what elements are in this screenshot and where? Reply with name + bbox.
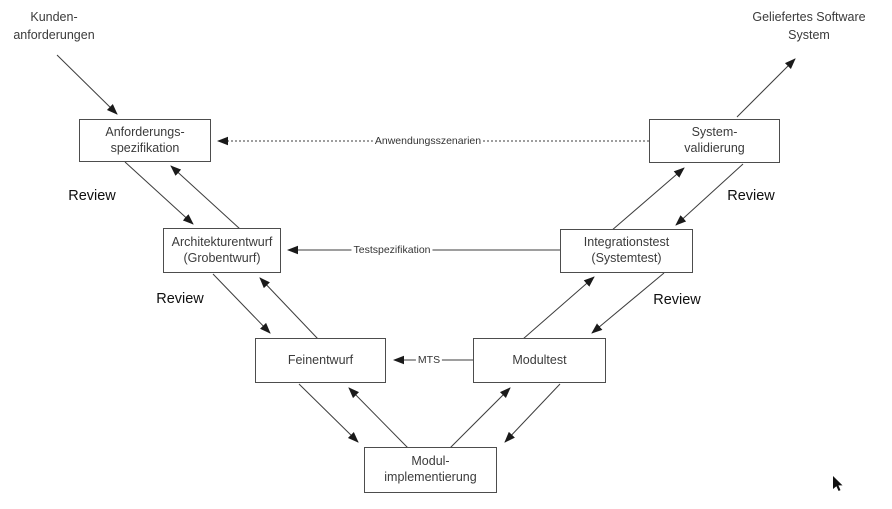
arrow-feinentwurf-to-modulimplementierung — [298, 383, 359, 443]
arrow-review-architekturentwurf-to-anforderungsspezifikation — [170, 165, 241, 230]
node-systemvalidierung: System- validierung — [649, 119, 780, 163]
node-architekturentwurf: Architekturentwurf (Grobentwurf) — [163, 228, 281, 273]
node-modulimplementierung: Modul- implementierung — [364, 447, 497, 493]
mouse-cursor — [833, 476, 843, 491]
arrow-review-systemvalidierung-to-integrationstest — [675, 163, 744, 226]
arrow-modultest-to-integrationstest — [522, 276, 595, 340]
review-label-right-top: Review — [727, 188, 775, 204]
arrow-review-feinentwurf-to-architekturentwurf — [259, 277, 319, 340]
arrow-modulimplementierung-to-modultest — [449, 387, 511, 449]
arrow-architekturentwurf-to-feinentwurf — [212, 273, 271, 334]
edge-label-mts: MTS — [415, 354, 443, 366]
arrow-systemvalidierung-to-geliefertes-system — [736, 58, 796, 118]
node-anforderungsspezifikation: Anforderungs- spezifikation — [79, 119, 211, 162]
arrow-anforderungsspezifikation-to-architekturentwurf — [124, 161, 194, 225]
label-geliefertes-software-system: Geliefertes Software System — [752, 10, 866, 43]
review-label-right-middle: Review — [653, 292, 701, 308]
node-modultest: Modultest — [473, 338, 606, 383]
edge-label-testspezifikation: Testspezifikation — [351, 244, 433, 256]
review-label-left-middle: Review — [156, 291, 204, 307]
label-kundenanforderungen: Kunden- anforderungen — [13, 10, 95, 43]
node-feinentwurf: Feinentwurf — [255, 338, 386, 383]
arrow-kundenanforderungen-to-anforderungsspezifikation — [56, 54, 118, 115]
review-label-left-top: Review — [68, 188, 116, 204]
node-integrationstest: Integrationstest (Systemtest) — [560, 229, 693, 273]
edge-label-anwendungsszenarien: Anwendungsszenarien — [372, 135, 484, 147]
arrow-review-modulimplementierung-to-feinentwurf — [348, 387, 409, 449]
arrow-review-integrationstest-to-modultest — [591, 272, 665, 334]
arrow-review-modultest-to-modulimplementierung — [504, 383, 561, 443]
arrow-integrationstest-to-systemvalidierung — [610, 167, 685, 232]
